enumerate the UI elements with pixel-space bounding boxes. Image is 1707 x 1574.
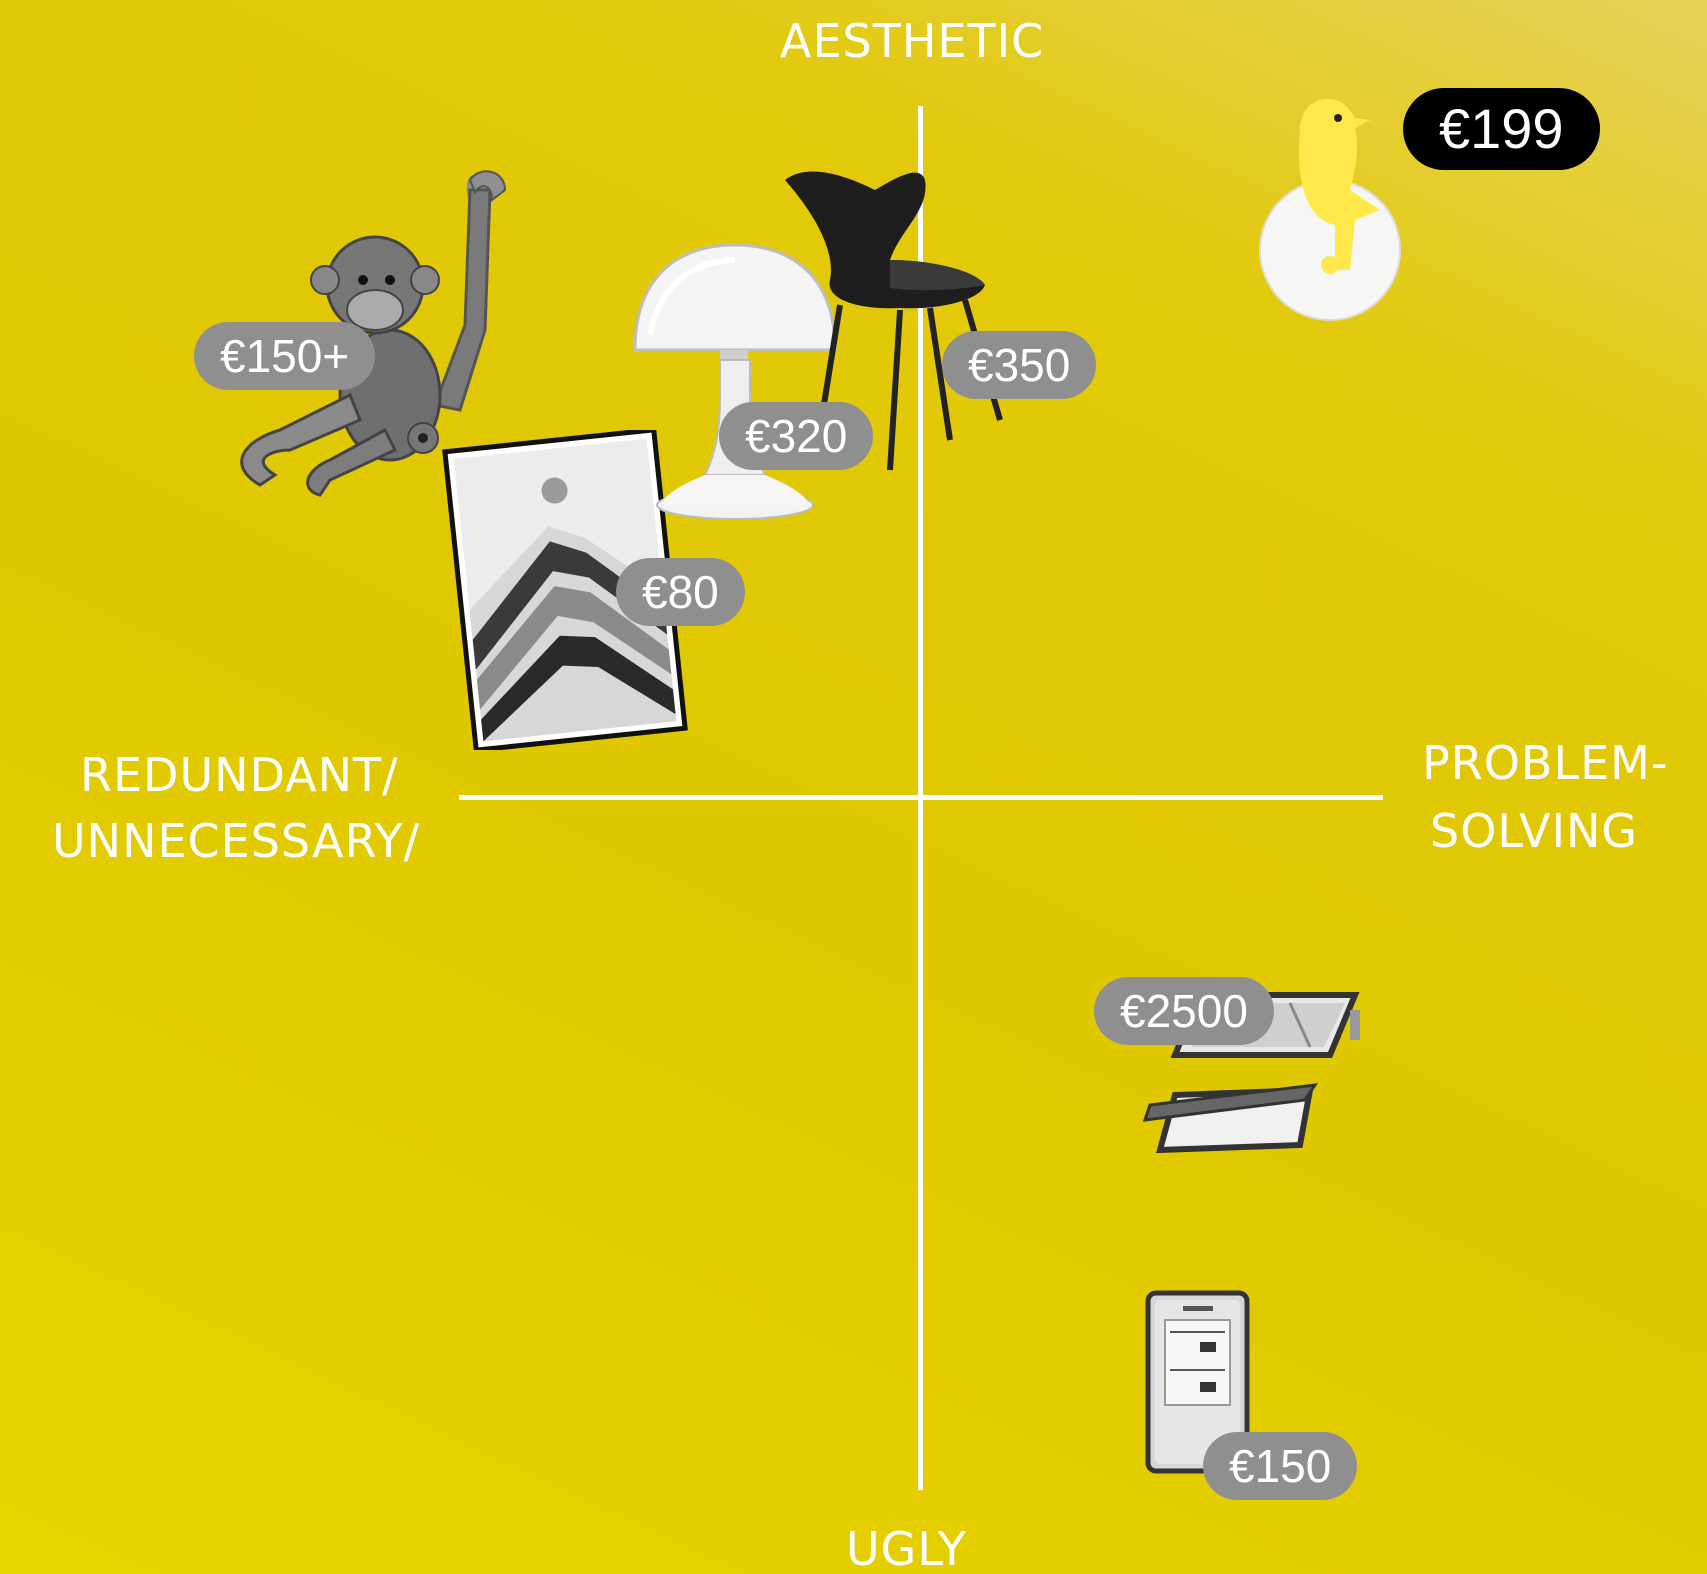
price-tag-monkey: €150+ [194,322,375,390]
price-tag-lamp: €320 [719,402,873,470]
axis-label-right-1: PROBLEM- [1422,736,1668,791]
axis-label-left-2: UNNECESSARY/ [52,814,420,869]
axis-label-bottom: UGLY [846,1522,967,1574]
price-tag-chair: €350 [942,331,1096,399]
price-tag-skylight: €2500 [1094,977,1274,1045]
axis-label-right-2: SOLVING [1430,804,1638,859]
axis-label-left-1: REDUNDANT/ [80,748,399,803]
yellow-bird-clock-icon [1250,90,1410,330]
price-tag-poster: €80 [616,558,745,626]
axis-label-top: AESTHETIC [780,14,1044,69]
price-tag-bird: €199 [1403,88,1600,170]
horizontal-axis [459,795,1383,800]
price-tag-thermostat: €150 [1203,1432,1357,1500]
